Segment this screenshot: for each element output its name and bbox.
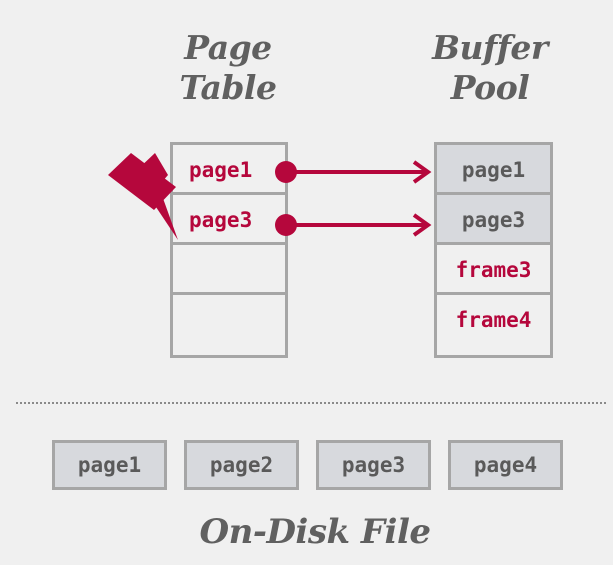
memory-disk-divider	[16, 402, 606, 404]
page-table-title-line1: Page	[184, 28, 272, 67]
disk-page: page1	[52, 440, 167, 490]
page-table-title-line2: Table	[179, 68, 277, 107]
buffer-pool-title: Buffer Pool	[410, 28, 570, 108]
buffer-frame: page3	[437, 195, 550, 245]
pointer-arrow	[275, 160, 432, 184]
buffer-pool-title-line2: Pool	[450, 68, 530, 107]
page-table-entry: page1	[173, 145, 285, 195]
disk-page: page2	[184, 440, 299, 490]
pushpin-icon	[108, 153, 178, 240]
disk-page: page3	[316, 440, 431, 490]
page-table-entry	[173, 245, 285, 295]
pointer-arrow	[275, 213, 432, 237]
buffer-frame: page1	[437, 145, 550, 195]
buffer-frame: frame4	[455, 308, 532, 332]
page-table-entry-label: page3	[189, 208, 253, 232]
buffer-frame: frame3	[437, 245, 550, 295]
disk-title: On-Disk File	[199, 512, 432, 552]
page-table: page1 page3	[170, 142, 288, 358]
disk-page: page4	[448, 440, 563, 490]
page-table-entry: page3	[173, 195, 285, 245]
page-table-entry-label: page1	[189, 158, 253, 182]
buffer-pool-title-line1: Buffer	[432, 28, 548, 67]
page-table-title: Page Table	[148, 28, 308, 108]
buffer-pool: page1 page3 frame3 frame4	[434, 142, 553, 358]
